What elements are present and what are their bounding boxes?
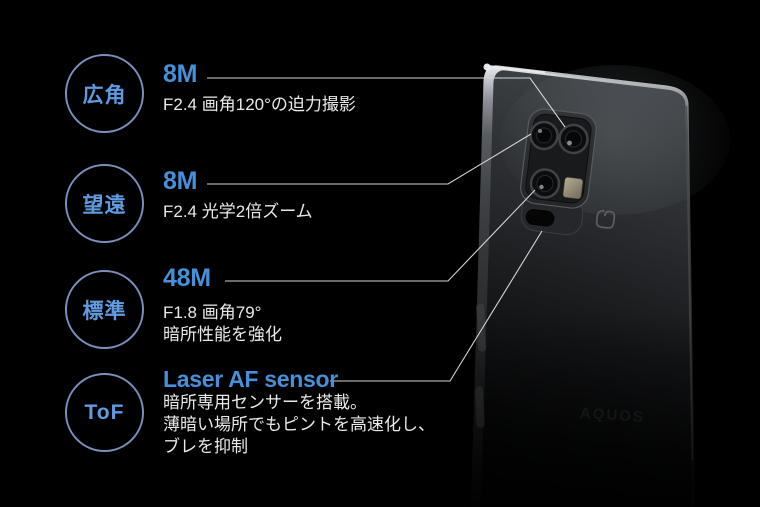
leader-line-wide — [207, 77, 566, 128]
leader-line-telephoto — [207, 133, 532, 185]
leader-line-tof — [330, 230, 543, 382]
phone-bottom-fade — [471, 65, 695, 507]
leader-line-standard — [225, 189, 536, 282]
